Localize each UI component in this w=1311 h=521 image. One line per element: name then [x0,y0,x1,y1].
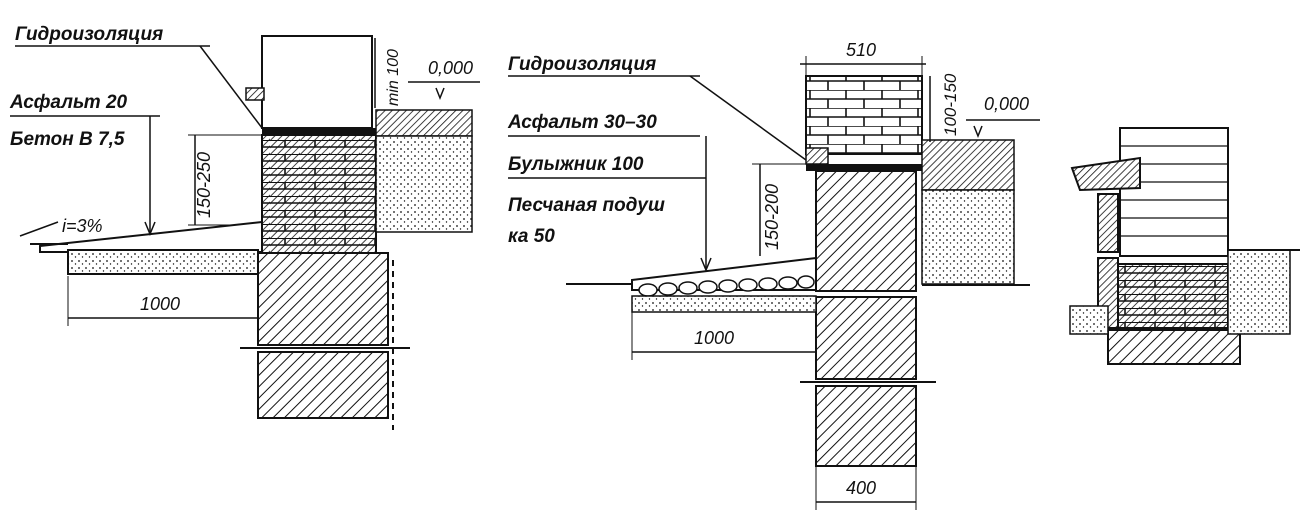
middle-label-asphalt: Асфальт 30–30 [507,112,657,133]
middle-dim-wall: 510 [846,40,876,60]
left-floor-fill [375,135,473,233]
middle-label-sand-2: ка 50 [508,226,555,247]
left-dim-height: 150-250 [194,152,214,218]
middle-asphalt-edge [805,147,829,165]
right-foundation [1107,329,1241,365]
middle-dim-foundation: 400 [846,478,876,498]
middle-brick-wall [805,75,923,155]
right-plinth [1117,263,1229,329]
middle-cobble-layer [638,275,815,297]
left-foundation-upper [257,252,389,346]
left-foundation-lower [257,351,389,419]
middle-foundation-lower [815,385,917,467]
left-asphalt-edge [245,87,265,101]
middle-dim-width: 1000 [694,328,734,348]
middle-floor-slab [921,139,1015,191]
left-label-concrete: Бетон В 7,5 [10,129,125,150]
left-level-mark: 0,000 [428,58,473,78]
left-slope-label: i=3% [62,216,103,236]
left-brick-wall [261,35,373,129]
middle-sand-layer [631,295,817,313]
left-label-asphalt: Асфальт 20 [9,92,128,113]
left-asphalt-slope [39,220,263,253]
middle-waterproofing-layer [806,164,922,171]
middle-floor-fill [921,189,1015,285]
left-label-waterproofing: Гидроизоляция [15,24,163,45]
right-detail [1069,127,1300,365]
middle-plinth [815,170,917,292]
middle-label-waterproofing: Гидроизоляция [508,54,656,75]
left-waterproofing-layer [262,128,376,135]
right-blind-area [1069,305,1109,335]
middle-detail: 510 100-150 0,000 150-200 1000 400 Гидро… [507,40,1040,510]
right-wall [1119,127,1229,257]
left-dim-width: 1000 [140,294,180,314]
right-sill [1070,156,1141,192]
left-concrete-base [67,249,259,275]
left-floor-slab [375,109,473,137]
left-detail: 150-250 min 100 0,000 1000 Гидроизоляция… [9,24,480,430]
middle-label-cobble: Булыжник 100 [508,154,644,175]
left-plinth [261,134,377,254]
middle-level-mark: 0,000 [984,94,1029,114]
middle-dim-height: 150-200 [762,184,782,250]
middle-dim-height-top: 100-150 [941,73,960,136]
middle-foundation-upper [815,296,917,380]
middle-label-sand-1: Песчаная подуш [508,195,665,216]
left-dim-min: min 100 [385,49,402,106]
right-floor-fill [1227,249,1291,335]
right-upper-block [1097,193,1119,253]
